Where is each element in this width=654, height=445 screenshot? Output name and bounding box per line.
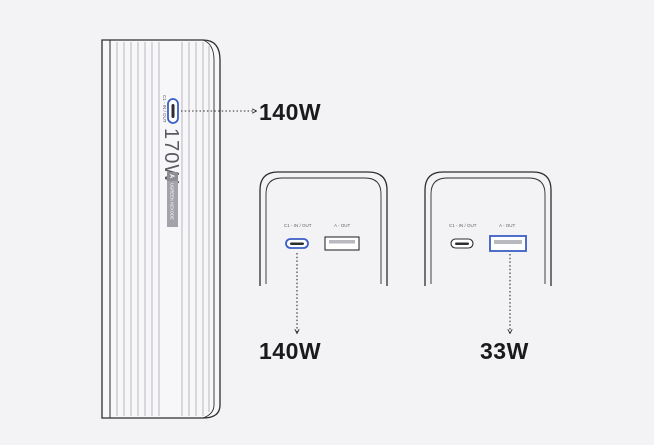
port-panel-left: C1 - IN / OUT A - OUT — [259, 171, 388, 333]
panel-left-outline-outer — [259, 171, 388, 286]
power-bank-back-curve — [202, 39, 215, 419]
panel-right-outline-inner — [430, 177, 546, 284]
power-bank: C1 - IN / OUT 170W A UGREEN NEXODE — [101, 39, 256, 419]
panel-right-outline-outer — [424, 171, 552, 286]
power-bank-usb-c-slot — [171, 104, 175, 118]
power-bank-capacity-label: 170W — [160, 128, 182, 184]
power-bank-shell — [101, 39, 221, 419]
brand-badge-letter: A — [168, 174, 174, 179]
panel-right-output-label: 33W — [480, 338, 529, 364]
power-bank-port-caption: C1 - IN / OUT — [162, 95, 167, 123]
power-bank-output-label: 140W — [259, 99, 322, 125]
panel-left-c-caption: C1 - IN / OUT — [284, 223, 312, 228]
brand-badge-text: UGREEN NEXODE — [170, 183, 175, 220]
power-bank-brand-badge: A UGREEN NEXODE — [167, 172, 178, 227]
panel-left-outline-inner — [265, 177, 382, 284]
port-panel-right: C1 - IN / OUT A - OUT — [424, 171, 552, 333]
power-bank-ribs — [116, 42, 210, 416]
panel-right-a-caption: A - OUT — [499, 223, 516, 228]
panel-left-output-label: 140W — [259, 338, 322, 364]
panel-right-c-caption: C1 - IN / OUT — [449, 223, 477, 228]
panel-left-a-caption: A - OUT — [334, 223, 351, 228]
